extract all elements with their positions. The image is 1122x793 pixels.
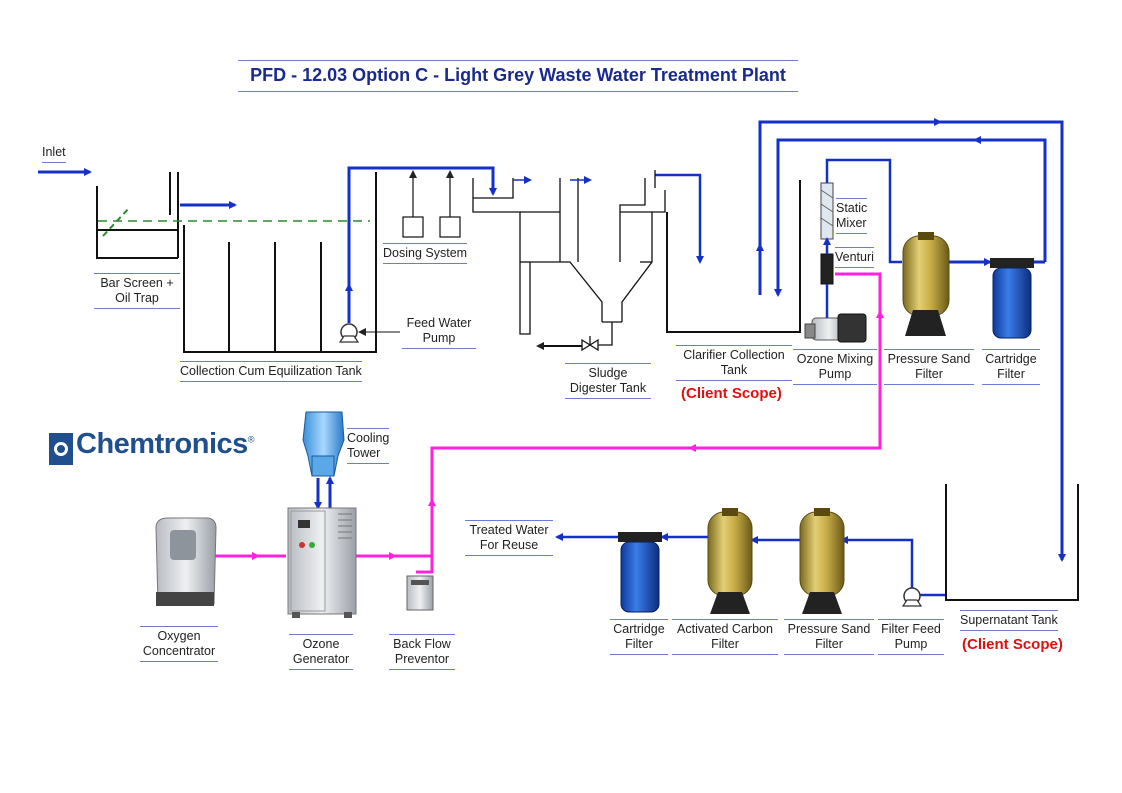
clarifier-collection-label: Clarifier Collection Tank	[676, 345, 792, 381]
filter-feed-pump-label-line2: Pump	[878, 637, 944, 655]
pressure-sand-filter-bottom-label-line2: Filter	[784, 637, 874, 655]
ozone-generator-label: Ozone Generator	[289, 634, 353, 670]
pressure-sand-filter-top	[902, 232, 992, 336]
bar-screen-tank	[96, 172, 179, 259]
sludge-digester-label-line1: Sludge	[565, 363, 651, 381]
ozone-generator-label-line2: Generator	[289, 652, 353, 670]
activated-carbon-filter-label: Activated Carbon Filter	[672, 619, 778, 655]
feed-water-pump-label-line2: Pump	[402, 331, 476, 349]
pressure-sand-filter-top-label: Pressure Sand Filter	[884, 349, 974, 385]
filter-feed-pump-label-line1: Filter Feed	[878, 619, 944, 637]
back-flow-preventor-label: Back Flow Preventor	[389, 634, 455, 670]
feed-water-pump	[338, 323, 360, 343]
feed-water-pump-label-line1: Feed Water	[406, 316, 472, 330]
inlet-label: Inlet	[42, 145, 66, 163]
activated-carbon-filter-label-line1: Activated Carbon	[672, 619, 778, 637]
supernatant-tank	[945, 484, 1079, 601]
oxygen-concentrator	[155, 517, 217, 606]
pressure-sand-filter-top-label-line1: Pressure Sand	[884, 349, 974, 367]
collection-tank	[183, 172, 377, 353]
static-mixer-label: Static Mixer	[836, 198, 868, 234]
back-flow-preventor-label-line2: Preventor	[389, 652, 455, 670]
clarifier-overflow-line	[655, 173, 704, 264]
oxygen-concentrator-label-line2: Concentrator	[140, 644, 218, 662]
pressure-sand-filter-bottom-label-line1: Pressure Sand	[784, 619, 874, 637]
page-title: PFD - 12.03 Option C - Light Grey Waste …	[238, 60, 798, 92]
cartridge-filter-top	[990, 258, 1045, 339]
ozone-generator-label-line1: Ozone	[289, 634, 353, 652]
bar-screen-label: Bar Screen + Oil Trap	[94, 273, 180, 309]
cartridge-filter-bottom-label: Cartridge Filter	[610, 619, 668, 655]
cartridge-filter-bottom-label-line1: Cartridge	[610, 619, 668, 637]
cooling-tower-label-line2: Tower	[347, 446, 390, 464]
cooling-tower-label-line1: Cooling	[347, 428, 390, 446]
venturi-body	[820, 253, 834, 285]
venturi-label: Venturi	[835, 247, 874, 268]
back-flow-preventor-label-line1: Back Flow	[389, 634, 455, 652]
cartridge-filter-top-label: Cartridge Filter	[982, 349, 1040, 385]
ozone-mixing-pump-label-line1: Ozone Mixing	[793, 349, 877, 367]
dosing-system-label: Dosing System	[383, 243, 468, 264]
ozone-mixing-pump-label-line2: Pump	[793, 367, 877, 385]
static-mixer	[820, 182, 834, 240]
pressure-sand-filter-bottom-label: Pressure Sand Filter	[784, 619, 874, 655]
brand-name-text: Chemtronics	[76, 428, 248, 460]
cartridge-filter-top-label-line1: Cartridge	[982, 349, 1040, 367]
client-scope-label-bottom: (Client Scope)	[962, 636, 1063, 653]
static-mixer-label-line2: Mixer	[836, 216, 868, 234]
ozone-mixing-pump-label: Ozone Mixing Pump	[793, 349, 877, 385]
clarifier-structure	[472, 178, 666, 335]
feed-water-pump-label: Feed Water Pump	[402, 316, 476, 349]
bar-screen-label-line1: Bar Screen +	[94, 273, 180, 291]
sludge-valve	[581, 322, 613, 352]
bar-screen-label-line2: Oil Trap	[94, 291, 180, 309]
ozone-line	[215, 272, 884, 574]
oxygen-concentrator-label-line1: Oxygen	[140, 626, 218, 644]
ozone-mix-line	[823, 158, 902, 318]
ozone-generator	[287, 507, 357, 618]
sludge-digester-label: Sludge Digester Tank	[565, 363, 651, 399]
cartridge-filter-bottom-label-line2: Filter	[610, 637, 668, 655]
filter-feed-pump	[901, 587, 923, 607]
brand-name: Chemtronics®	[76, 428, 254, 461]
pressure-sand-filter-bottom	[799, 508, 845, 614]
chemtronics-logo-icon	[49, 433, 73, 465]
treated-water-label-line1: Treated Water	[465, 520, 553, 538]
recirculation-lines	[758, 120, 1066, 562]
cartridge-filter-top-label-line2: Filter	[982, 367, 1040, 385]
client-scope-label-top: (Client Scope)	[681, 385, 782, 402]
feed-water-line	[345, 166, 497, 323]
brand-mark: ®	[247, 434, 255, 445]
activated-carbon-filter	[707, 508, 753, 614]
oxygen-concentrator-label: Oxygen Concentrator	[140, 626, 218, 662]
clarifier-collection-label-line1: Clarifier Collection	[676, 345, 792, 363]
cartridge-filter-bottom	[618, 532, 662, 613]
treated-water-label: Treated Water For Reuse	[465, 520, 553, 556]
cooling-tower-label: Cooling Tower	[347, 428, 390, 464]
bottom-process-line	[555, 533, 946, 597]
supernatant-tank-label: Supernatant Tank	[960, 610, 1058, 631]
static-mixer-label-line1: Static	[836, 198, 868, 216]
dosing-system	[402, 170, 461, 238]
back-flow-preventor	[406, 575, 434, 611]
activated-carbon-filter-label-line2: Filter	[672, 637, 778, 655]
collection-tank-label: Collection Cum Equilization Tank	[180, 361, 362, 382]
cooling-tower	[302, 411, 345, 510]
clarifier-collection-label-line2: Tank	[676, 363, 792, 381]
ozone-mixing-pump	[804, 313, 867, 343]
clarifier-collection-tank	[666, 180, 801, 333]
filter-feed-pump-label: Filter Feed Pump	[878, 619, 944, 655]
treated-water-label-line2: For Reuse	[465, 538, 553, 556]
pressure-sand-filter-top-label-line2: Filter	[884, 367, 974, 385]
sludge-digester-label-line2: Digester Tank	[565, 381, 651, 399]
